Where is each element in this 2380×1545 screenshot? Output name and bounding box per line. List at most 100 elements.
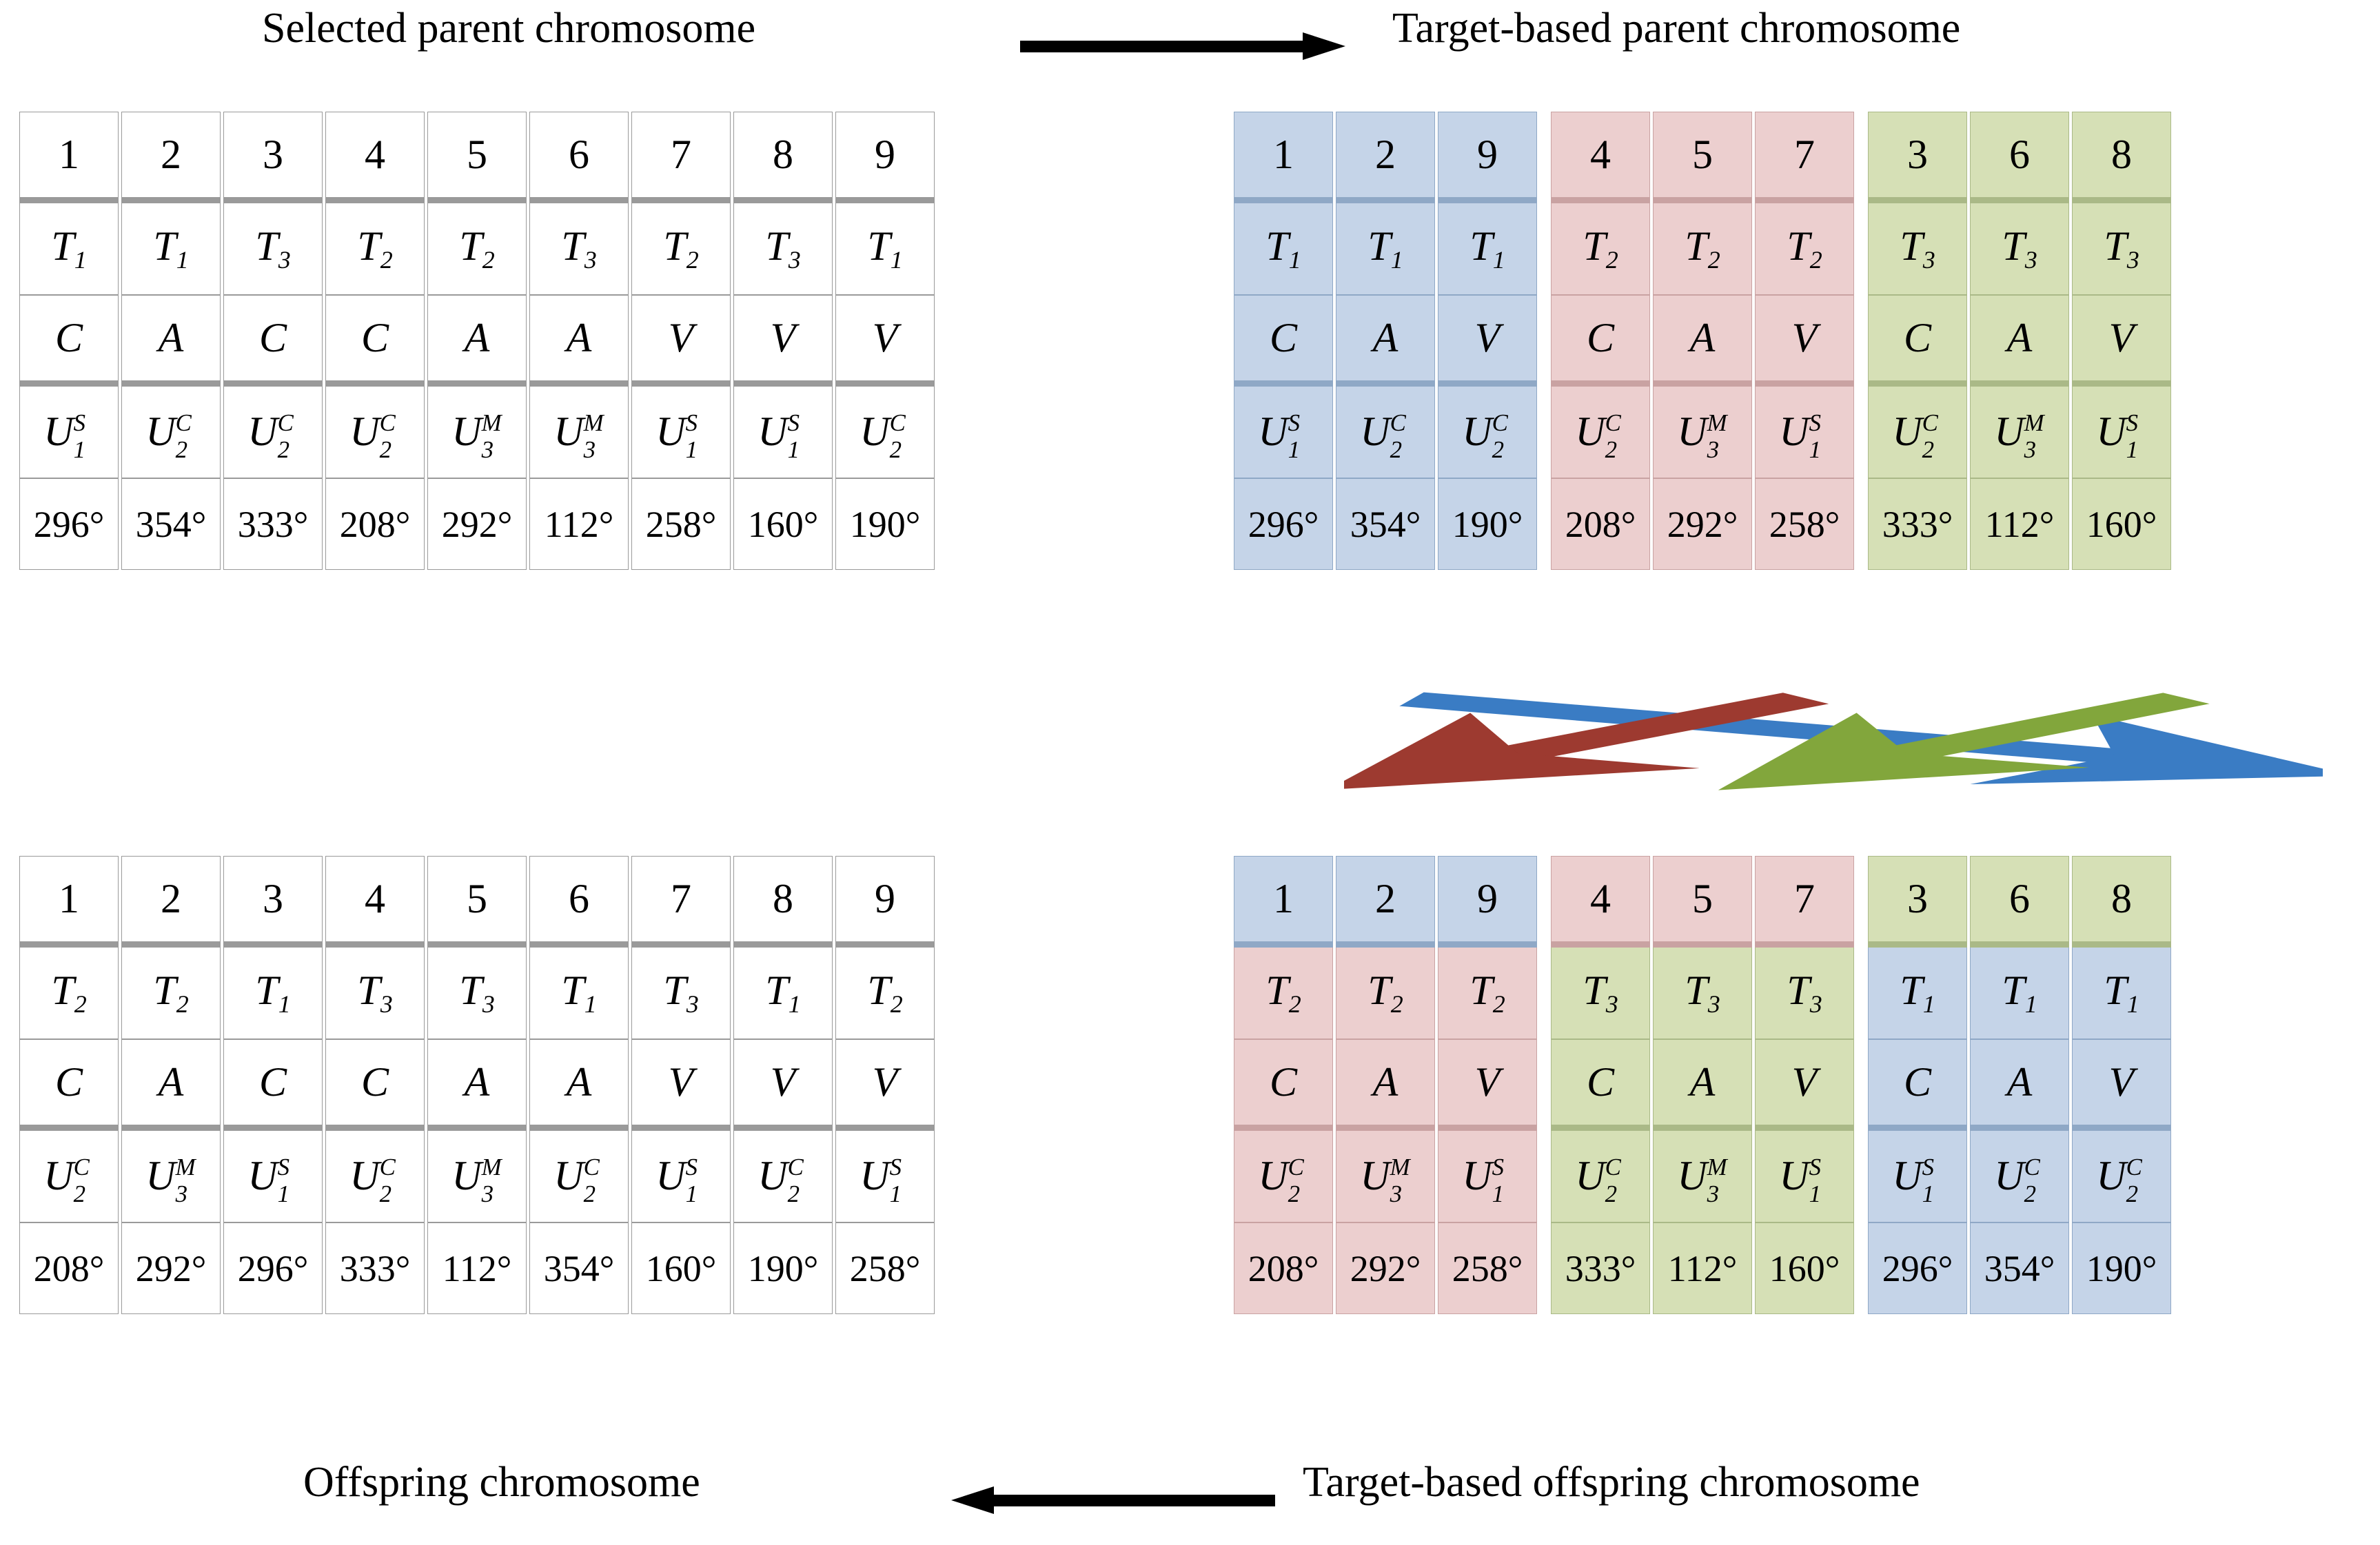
target-cell: T2 xyxy=(1551,203,1650,295)
gene-id-cell: 1 xyxy=(1234,856,1333,948)
gene-id-cell: 1 xyxy=(1234,112,1333,203)
angle-cell: 112° xyxy=(529,478,629,570)
angle-cell: 160° xyxy=(1755,1222,1854,1314)
caption-offspring: Offspring chromosome xyxy=(303,1459,700,1506)
gene-id-cell: 6 xyxy=(529,112,629,203)
angle-cell: 208° xyxy=(1551,478,1650,570)
operation-cell: C xyxy=(223,295,323,387)
gene-id-cell: 5 xyxy=(427,112,527,203)
angle-cell: 296° xyxy=(1234,478,1333,570)
angle-cell: 258° xyxy=(835,1222,935,1314)
target-cell: T2 xyxy=(631,203,731,295)
angle-cell: 333° xyxy=(1551,1222,1650,1314)
target-cell: T2 xyxy=(427,203,527,295)
operation-cell: C xyxy=(1551,1039,1650,1131)
gene-id-cell: 2 xyxy=(1336,856,1435,948)
gene-id-cell: 1 xyxy=(19,112,119,203)
angle-cell: 292° xyxy=(1336,1222,1435,1314)
angle-cell: 354° xyxy=(1970,1222,2069,1314)
bottom-flow-arrow-left-icon xyxy=(951,1486,1275,1514)
operation-cell: C xyxy=(325,295,425,387)
target-cell: T3 xyxy=(1970,203,2069,295)
operation-cell: C xyxy=(19,1039,119,1131)
angle-cell: 190° xyxy=(2072,1222,2171,1314)
target-cell: T1 xyxy=(2072,948,2171,1039)
target-cell: T3 xyxy=(223,203,323,295)
target-cell: T3 xyxy=(733,203,833,295)
angle-cell: 333° xyxy=(223,478,323,570)
target-cell: T1 xyxy=(1336,203,1435,295)
gene-id-cell: 6 xyxy=(529,856,629,948)
gene-id-cell: 4 xyxy=(325,856,425,948)
target-cell: T1 xyxy=(1970,948,2069,1039)
operation-cell: A xyxy=(1336,295,1435,387)
gene-id-cell: 8 xyxy=(2072,112,2171,203)
target-cell: T2 xyxy=(835,948,935,1039)
gene-id-cell: 4 xyxy=(1551,856,1650,948)
target-cell: T3 xyxy=(1551,948,1650,1039)
operation-cell: A xyxy=(427,295,527,387)
gene-id-cell: 9 xyxy=(835,856,935,948)
operation-cell: V xyxy=(1438,1039,1537,1131)
operation-cell: V xyxy=(835,1039,935,1131)
target-cell: T1 xyxy=(1234,203,1333,295)
arrow-shaft xyxy=(1020,41,1306,52)
angle-cell: 292° xyxy=(121,1222,221,1314)
gene-id-cell: 2 xyxy=(121,112,221,203)
gene-id-cell: 8 xyxy=(733,112,833,203)
red-crossover-arrow xyxy=(1344,693,1829,790)
target-cell: T3 xyxy=(1755,948,1854,1039)
target-cell: T1 xyxy=(1438,203,1537,295)
arrow-head xyxy=(951,1486,994,1514)
gene-id-cell: 9 xyxy=(1438,112,1537,203)
gene-id-cell: 8 xyxy=(733,856,833,948)
angle-cell: 112° xyxy=(427,1222,527,1314)
operation-cell: C xyxy=(1234,1039,1333,1131)
gene-id-cell: 2 xyxy=(121,856,221,948)
target-cell: T1 xyxy=(223,948,323,1039)
operation-cell: A xyxy=(1653,295,1752,387)
operation-cell: A xyxy=(121,295,221,387)
angle-cell: 112° xyxy=(1653,1222,1752,1314)
angle-cell: 258° xyxy=(1438,1222,1537,1314)
angle-cell: 160° xyxy=(631,1222,731,1314)
